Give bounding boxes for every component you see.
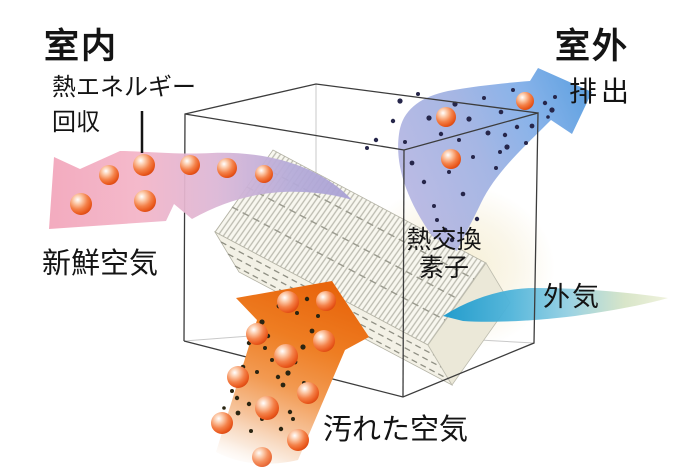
heat-particle-icon [277,291,299,313]
heat-particle-icon [217,158,237,178]
exhaust-dust-dots [365,88,557,243]
heat-particle-icon [134,190,156,212]
label-outside-air: 外気 [543,282,601,313]
fresh-air-arrow-body [49,151,352,229]
heat-particle-icon [227,366,249,388]
heat-particle-icon [252,447,272,467]
label-heat-energy-recovery-line2: 回収 [52,108,100,136]
label-heat-exchange-element-line1: 熱交換 [406,225,482,254]
label-indoor: 室内 [44,27,119,67]
label-heat-energy-recovery: 熱エネルギー 回収 [52,70,196,140]
exhaust-heat-spheres [436,92,534,169]
heat-particle-icon [441,149,461,169]
unit-box [183,83,539,398]
heat-particle-icon [133,154,155,176]
element-end-face [427,262,511,386]
dirty-air-heat-spheres [211,291,336,467]
dirty-air-arrow-body [216,281,369,464]
fresh-air-heat-spheres [70,154,273,215]
heat-particle-icon [297,382,319,404]
heat-particle-icon [255,165,273,183]
heat-particle-icon [313,330,335,352]
label-heat-energy-recovery-line1: 熱エネルギー [52,73,196,101]
heat-particle-icon [246,323,268,345]
label-outdoor: 室外 [555,27,630,67]
heat-particle-icon [99,165,119,185]
dirty-air-arrow [211,281,369,467]
heat-particle-icon [274,344,298,368]
fresh-air-arrow [49,151,352,229]
heat-particle-icon [516,92,534,110]
outside-air-swoosh [443,288,668,322]
label-heat-exchange-element: 熱交換 素子 [400,226,488,282]
label-heat-exchange-element-line2: 素子 [418,253,469,282]
heat-particle-icon [211,412,233,434]
label-exhaust: 排出 [569,75,634,108]
heat-particle-icon [180,155,200,175]
heat-particle-icon [287,429,309,451]
heat-particle-icon [436,107,456,127]
label-fresh-air: 新鮮空気 [42,246,159,280]
heat-particle-icon [316,291,336,311]
label-dirty-air: 汚れた空気 [323,412,469,446]
heat-particle-icon [255,396,279,420]
exhaust-air-arrow [365,68,592,251]
heat-particle-icon [70,193,92,215]
